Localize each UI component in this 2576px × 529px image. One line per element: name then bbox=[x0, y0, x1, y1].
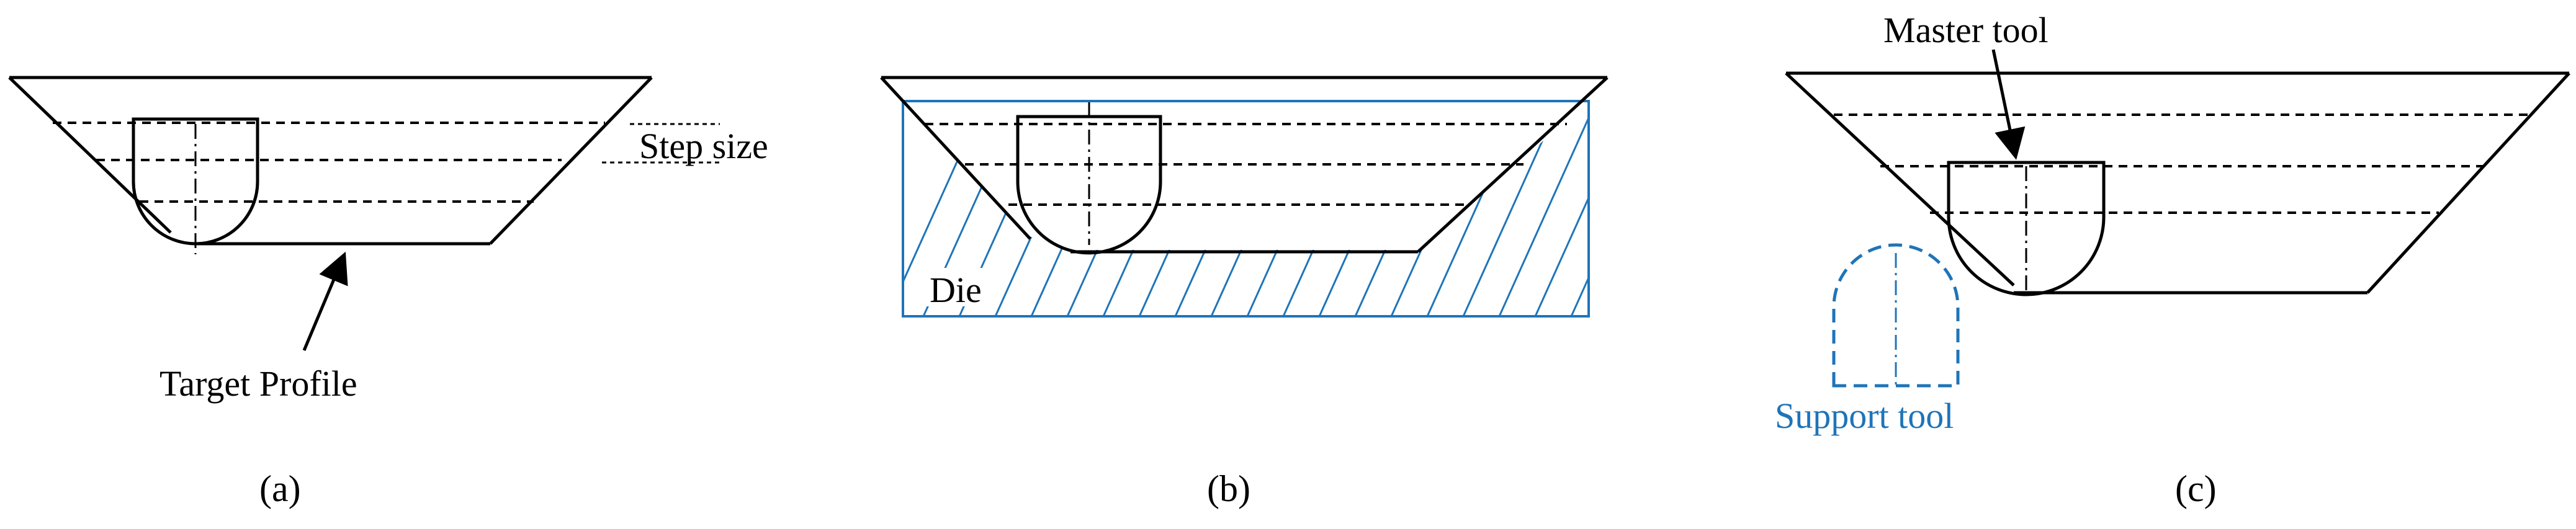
die-hatch-line bbox=[1174, 101, 1273, 316]
panel-c: Master tool Support tool (c) bbox=[1775, 10, 2570, 509]
caption-a: (a) bbox=[259, 468, 301, 509]
die-hatch-line bbox=[1390, 101, 1489, 316]
panel-a-left-wall bbox=[8, 76, 172, 234]
die-hatch-line bbox=[1282, 101, 1381, 316]
step-size-label: Step size bbox=[639, 126, 768, 166]
die-hatch-line bbox=[1643, 101, 1740, 316]
die-hatch-line bbox=[994, 101, 1093, 316]
die-hatch-line bbox=[1030, 101, 1129, 316]
die-hatching bbox=[903, 101, 1884, 316]
panel-a-target-arrow bbox=[302, 251, 348, 351]
target-profile-label: Target Profile bbox=[159, 363, 357, 404]
support-tool-label: Support tool bbox=[1775, 396, 1954, 436]
panel-a: Step size Target Profile (a) bbox=[8, 76, 768, 509]
die-hatch-line bbox=[1102, 101, 1201, 316]
die-hatch-line bbox=[1715, 101, 1812, 316]
die-hatch-line bbox=[1354, 101, 1453, 316]
die-hatch-line bbox=[1318, 101, 1417, 316]
die-block bbox=[902, 100, 1590, 318]
die-hatch-line bbox=[1534, 101, 1589, 316]
support-tool bbox=[1832, 243, 1960, 388]
die-hatch-line bbox=[1607, 101, 1704, 316]
panel-b-left-wall bbox=[880, 76, 1031, 240]
die-label: Die bbox=[930, 270, 982, 310]
die-hatch-line bbox=[1498, 101, 1589, 316]
panel-b-right-wall bbox=[1417, 76, 1609, 253]
master-tool bbox=[1947, 161, 2106, 296]
die-hatch-line bbox=[1570, 101, 1589, 316]
master-tool-arrow bbox=[1991, 49, 2026, 160]
panel-c-right-wall bbox=[2366, 72, 2570, 294]
panel-b-forming-tool bbox=[1016, 115, 1162, 255]
die-hatch-line bbox=[1210, 101, 1309, 316]
panel-a-right-wall bbox=[489, 76, 653, 245]
caption-c: (c) bbox=[2175, 468, 2217, 509]
die-hatch-line bbox=[1787, 101, 1884, 316]
panel-b: Die (b) bbox=[880, 76, 1884, 509]
die-hatch-line bbox=[1679, 101, 1776, 316]
die-hatch-line bbox=[1751, 101, 1848, 316]
panel-c-left-wall bbox=[1785, 72, 2015, 287]
master-tool-label: Master tool bbox=[1883, 10, 2049, 50]
caption-b: (b) bbox=[1207, 468, 1250, 509]
panel-a-forming-tool bbox=[132, 117, 259, 246]
die-hatch-line bbox=[1246, 101, 1345, 316]
die-label-backdrop bbox=[926, 268, 994, 306]
die-hatch-line bbox=[1426, 101, 1525, 316]
die-hatch-line bbox=[1066, 101, 1165, 316]
